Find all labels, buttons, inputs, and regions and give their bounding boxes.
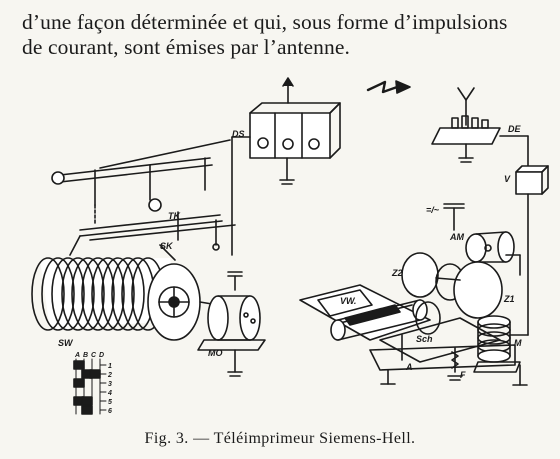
label-de: DE: [508, 124, 521, 134]
label-a: A: [405, 362, 413, 372]
code-col-a: A: [74, 352, 80, 359]
label-v: V: [504, 174, 511, 184]
label-sw: SW: [58, 338, 74, 348]
paragraph-line-2: de courant, sont émises par l’antenne.: [22, 35, 350, 59]
figure-caption: Fig. 3. — Téléimprimeur Siemens-Hell.: [144, 430, 416, 447]
code-row-6: 6: [108, 408, 112, 415]
label-mo: MO: [208, 348, 223, 358]
code-table: [73, 358, 107, 415]
receiver-de: [431, 87, 529, 171]
helix-drum-sw: [31, 257, 213, 341]
motor-mo: [197, 271, 266, 377]
label-f: F: [460, 370, 466, 380]
receiver-motor-am: [443, 203, 521, 276]
code-row-4: 4: [107, 390, 112, 397]
paragraph-line-1: d’une façon déterminée et qui, sous form…: [22, 10, 508, 34]
magnet-m: [473, 315, 528, 386]
code-col-d: D: [99, 352, 104, 359]
printing-mechanism: [299, 252, 516, 385]
label-sk: SK: [160, 241, 174, 251]
code-row-2: 2: [107, 372, 112, 379]
label-vw: VW.: [340, 296, 356, 306]
label-tk: TK: [168, 211, 181, 221]
label-power: =/~: [426, 205, 440, 215]
label-sch: Sch: [416, 334, 433, 344]
code-col-c: C: [91, 352, 97, 359]
amplifier-v: [509, 165, 549, 336]
label-z2: Z2: [391, 268, 403, 278]
radio-arrow: [366, 80, 402, 94]
code-table-labels: A B C D 1 2 3 4 5 6: [74, 352, 112, 415]
label-m: M: [514, 338, 522, 348]
code-row-1: 1: [108, 363, 112, 370]
label-ds: DS: [232, 129, 245, 139]
label-z1: Z1: [503, 294, 515, 304]
transmitter-ds: [231, 77, 341, 256]
body-paragraph: d’une façon déterminée et qui, sous form…: [22, 10, 542, 60]
code-row-3: 3: [108, 381, 112, 388]
label-am: AM: [449, 232, 464, 242]
code-row-5: 5: [108, 399, 112, 406]
keyboard-rods: [51, 139, 236, 261]
code-col-b: B: [83, 352, 88, 359]
teleprinter-diagram: DS DE V TK SK SW MO =/~ AM Z2 Z1 VW. Sch…: [31, 77, 549, 415]
